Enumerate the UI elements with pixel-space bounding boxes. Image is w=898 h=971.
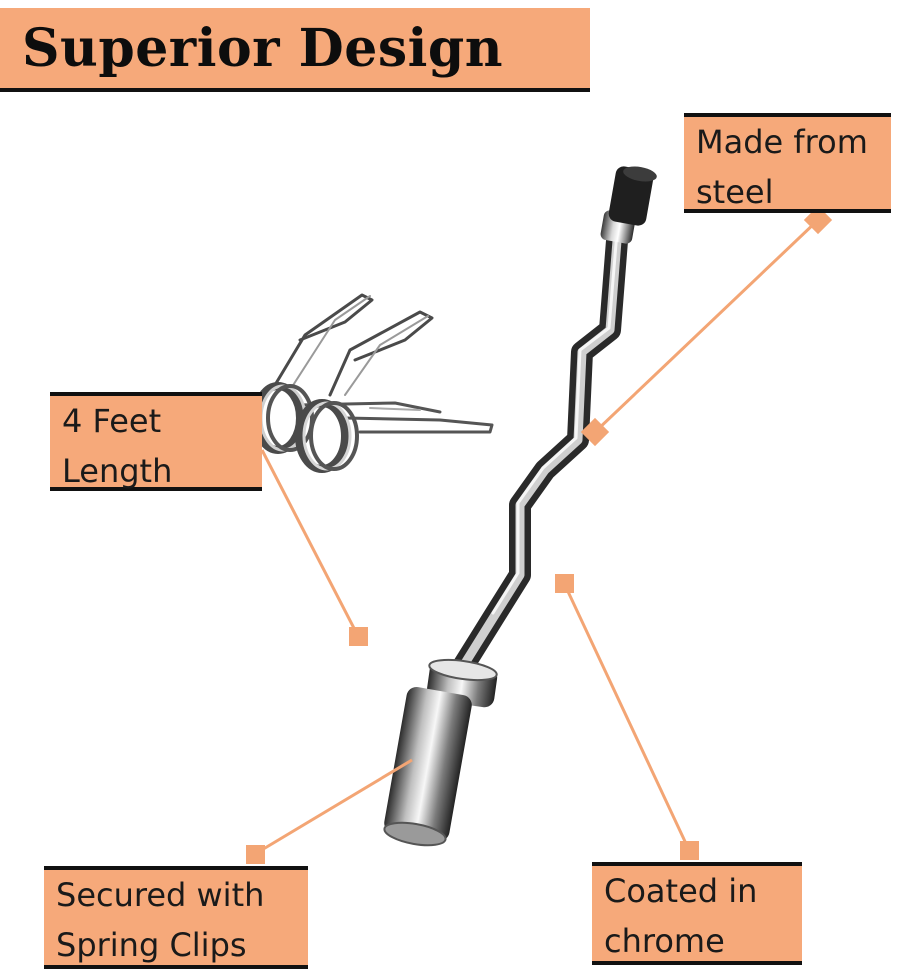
leader-clips <box>246 758 413 864</box>
callout-material: Made from steel <box>684 113 891 213</box>
spring-clip-right <box>295 310 494 473</box>
callout-coating-line1: Coated in <box>604 872 758 910</box>
callout-length: 4 Feet Length <box>50 392 262 491</box>
callout-material-line2: steel <box>696 173 774 211</box>
callout-coating: Coated in chrome <box>592 862 802 965</box>
callout-clips-line2: Spring Clips <box>56 926 247 964</box>
leader-coating <box>555 574 699 860</box>
callout-clips: Secured with Spring Clips <box>44 866 308 969</box>
title-banner: Superior Design <box>0 8 590 92</box>
leader-length <box>260 449 368 646</box>
leader-lines <box>246 205 833 864</box>
page-title: Superior Design <box>22 18 504 79</box>
ez-curl-bar <box>383 166 657 847</box>
callout-length-line1: 4 Feet <box>62 402 162 440</box>
callout-length-line2: Length <box>62 452 173 490</box>
bottom-sleeve <box>383 658 498 847</box>
callout-clips-line1: Secured with <box>56 876 265 914</box>
spring-clips <box>252 293 494 473</box>
top-sleeve <box>600 166 657 244</box>
callout-coating-line2: chrome <box>604 922 725 960</box>
callout-material-line1: Made from <box>696 123 868 161</box>
